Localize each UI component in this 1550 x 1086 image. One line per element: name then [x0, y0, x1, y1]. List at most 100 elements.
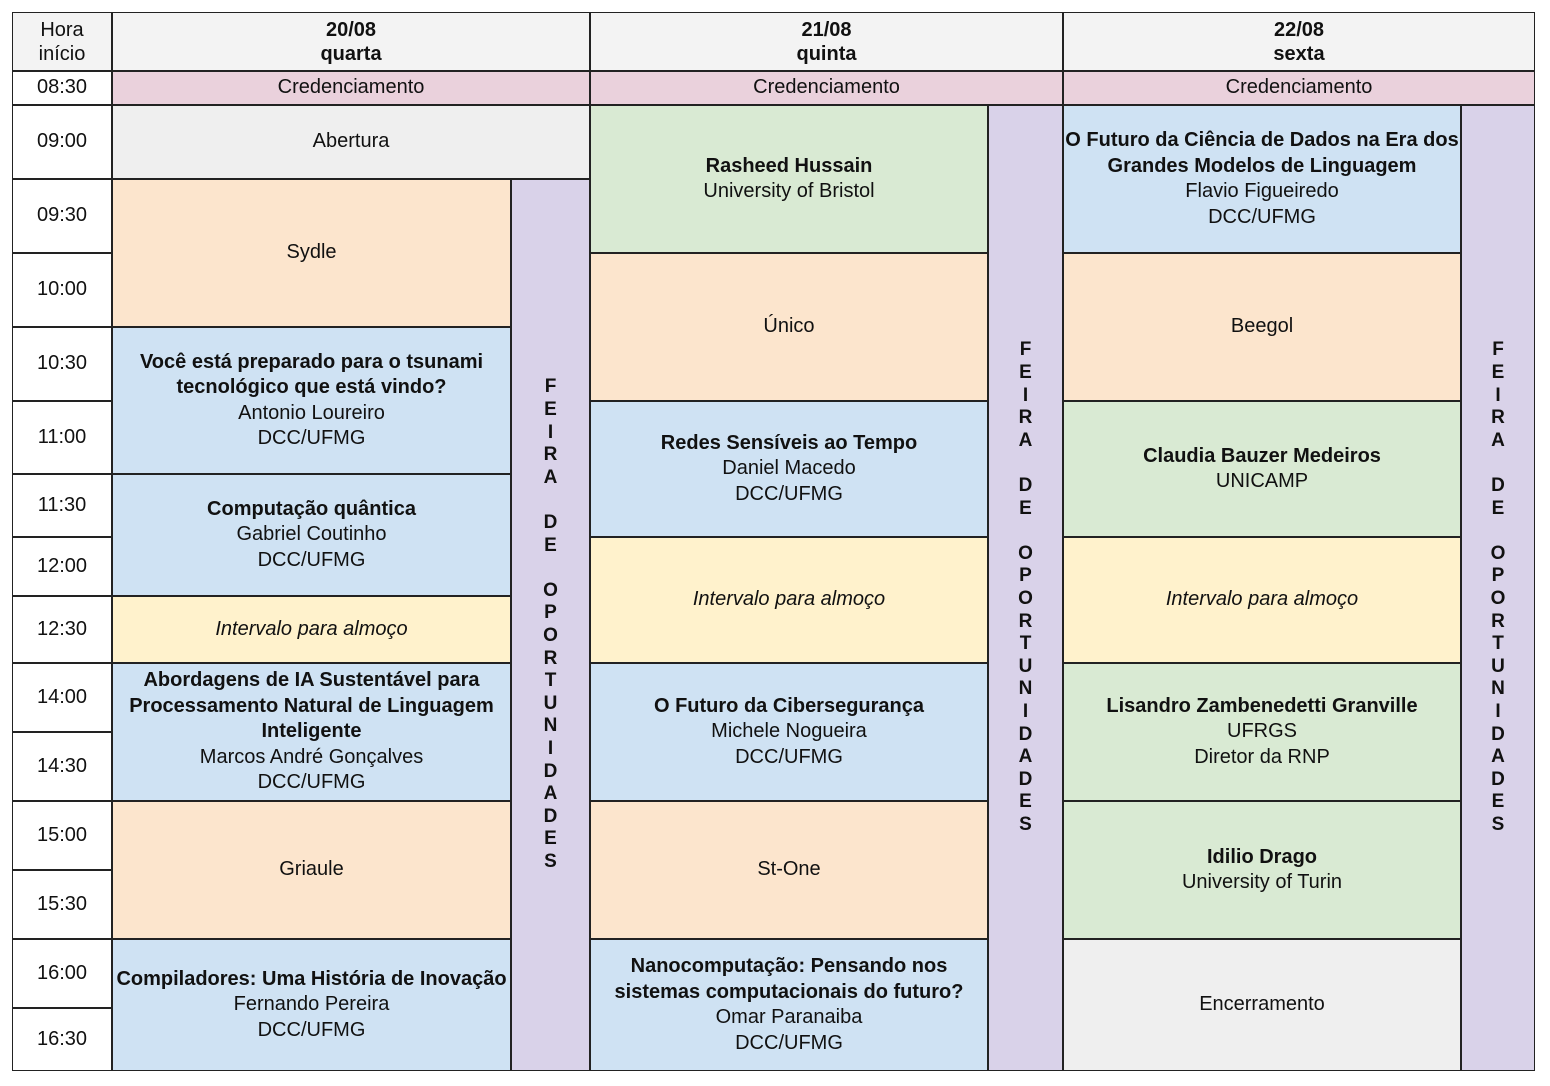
feira-letter: E	[1491, 362, 1505, 384]
feira-letter: E	[544, 828, 557, 850]
event-cell: O Futuro da Ciência de Dados na Era dos …	[1063, 105, 1461, 253]
event-title: Redes Sensíveis ao Tempo	[660, 431, 918, 454]
feira-letter: O	[543, 625, 558, 646]
event-title: Compiladores: Uma História de Inovação	[116, 967, 507, 990]
time-slot: 14:00	[12, 663, 112, 732]
event-line: Marcos André Gonçalves	[199, 745, 424, 768]
time-header-line: início	[38, 42, 86, 65]
feira-letter: D	[1018, 768, 1033, 790]
event-line: Diretor da RNP	[1194, 745, 1330, 768]
event-line: Sydle	[286, 241, 337, 264]
event-line: DCC/UFMG	[257, 548, 366, 571]
feira-letter: U	[543, 692, 558, 714]
event-line: DCC/UFMG	[735, 482, 843, 505]
event-break: Intervalo para almoço	[1165, 588, 1359, 611]
event-line: Michele Nogueira	[711, 720, 867, 743]
event-line: DCC/UFMG	[257, 427, 366, 449]
event-cell: Sydle	[112, 179, 511, 327]
feira-letter: O	[1018, 588, 1033, 609]
event-line: Credenciamento	[277, 76, 425, 99]
event-cell: St-One	[590, 801, 988, 939]
event-line: Encerramento	[1199, 993, 1325, 1016]
day-date: 21/08	[801, 18, 852, 41]
event-line: University of Bristol	[703, 180, 875, 202]
feira-letter: O	[1018, 542, 1033, 564]
feira-letter: E	[1019, 497, 1032, 519]
event-line: University of Turin	[1181, 871, 1343, 893]
feira-letter: I	[1495, 700, 1501, 722]
feira-letter: I	[1022, 700, 1029, 722]
event-line: DCC/UFMG	[735, 1031, 843, 1054]
feira-letter: I	[1022, 384, 1029, 406]
time-slot: 11:30	[12, 474, 112, 537]
event-line: Gabriel Coutinho	[236, 523, 387, 546]
feira-letter: U	[1018, 655, 1033, 677]
feira-letter: R	[1491, 407, 1505, 429]
event-line: DCC/UFMG	[1208, 205, 1316, 228]
event-title: Claudia Bauzer Medeiros	[1143, 444, 1381, 467]
feira-letter: D	[543, 805, 558, 827]
feira-letter: F	[544, 376, 557, 398]
event-line: Único	[763, 315, 815, 338]
event-line: Griaule	[279, 858, 344, 881]
event-line: Beegol	[1230, 315, 1294, 338]
time-slot: 15:00	[12, 801, 112, 870]
feira-letter: N	[1491, 678, 1505, 700]
event-line: Antonio Loureiro	[238, 401, 385, 424]
feira-letter	[1495, 452, 1500, 475]
day-date: 22/08	[1273, 18, 1325, 41]
event-line: Flavio Figueiredo	[1185, 180, 1339, 202]
event-line: Fernando Pereira	[233, 993, 390, 1016]
feira-letter: A	[543, 783, 558, 805]
feira-letter: T	[544, 670, 557, 692]
event-title: Computação quântica	[207, 497, 416, 520]
feira-letter: I	[1495, 384, 1501, 406]
feira-letter: P	[544, 602, 557, 624]
feira-letter: O	[1490, 542, 1506, 564]
feira-letter: D	[1491, 475, 1505, 497]
feira-letter: N	[1018, 678, 1033, 700]
event-cell: Você está preparado para o tsunami tecno…	[112, 327, 511, 474]
event-break: Intervalo para almoço	[215, 617, 408, 640]
feira-letter: D	[543, 760, 558, 782]
event-cell: Intervalo para almoço	[590, 537, 988, 663]
feira-letter: E	[544, 534, 557, 556]
event-cell: Intervalo para almoço	[1063, 537, 1461, 663]
feira-letter: O	[543, 579, 558, 601]
time-slot: 10:00	[12, 253, 112, 327]
feira-letter: S	[1019, 813, 1032, 835]
feira-letter: S	[544, 850, 557, 872]
feira-letter: D	[543, 512, 558, 534]
feira-letter: O	[1490, 588, 1506, 609]
feira-letter: R	[543, 444, 558, 466]
event-line: Abertura	[312, 130, 390, 153]
time-slot: 12:30	[12, 596, 112, 663]
event-line: DCC/UFMG	[257, 1018, 366, 1041]
feira-letter	[548, 557, 553, 580]
feira-letter	[548, 489, 553, 512]
event-title: Nanocomputação: Pensando nos sistemas co…	[614, 955, 964, 1003]
feira-letter: P	[1491, 565, 1505, 587]
feira-letter: D	[1491, 768, 1505, 790]
time-slot: 09:00	[12, 105, 112, 179]
time-slot: 16:00	[12, 939, 112, 1008]
event-line: St-One	[757, 858, 821, 881]
feira-letter: T	[1492, 633, 1504, 655]
event-title: Você está preparado para o tsunami tecno…	[139, 350, 484, 399]
event-line: UNICAMP	[1215, 470, 1309, 492]
feira-letter: R	[543, 647, 558, 669]
feira-letter: E	[1491, 791, 1505, 813]
event-line: Credenciamento	[753, 76, 900, 99]
time-slot: 08:30	[12, 71, 112, 105]
time-slot: 14:30	[12, 732, 112, 801]
event-cell: Abordagens de IA Sustentável para Proces…	[112, 663, 511, 801]
